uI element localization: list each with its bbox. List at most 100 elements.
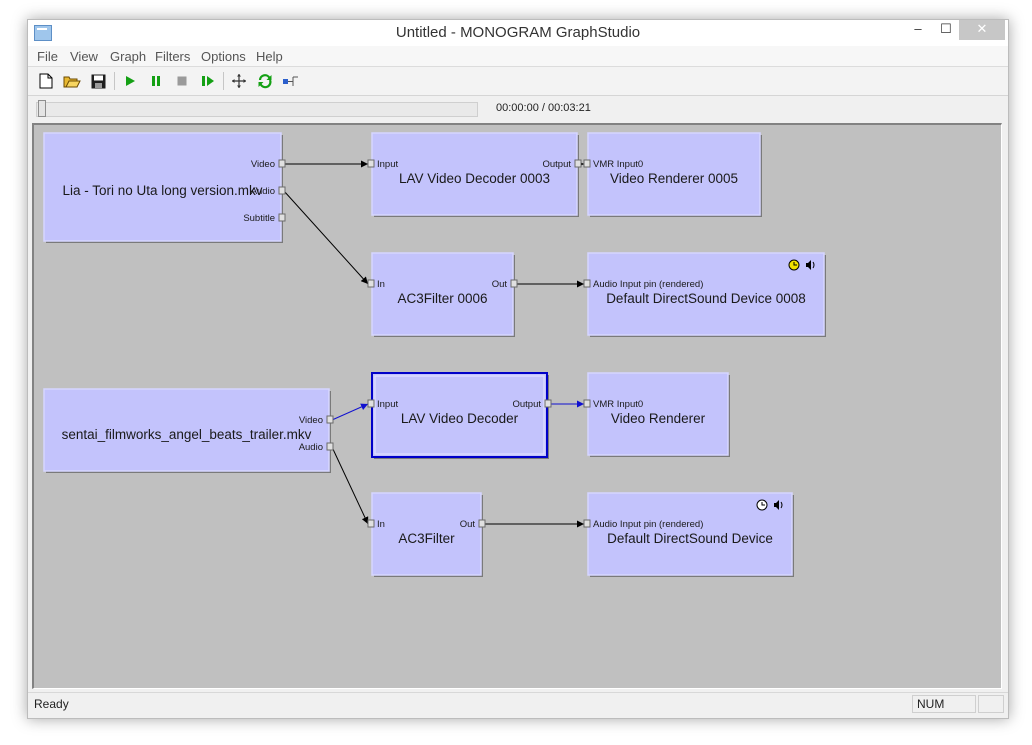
connection-src2-audio-to-ac32-in[interactable] (331, 446, 369, 525)
output-pin-label: Output (512, 399, 541, 410)
seek-track[interactable] (36, 102, 478, 117)
input-pin-in[interactable] (367, 279, 375, 288)
filter-box[interactable] (587, 252, 825, 336)
connection-src2-video-to-lav2-input[interactable] (331, 403, 369, 421)
stop-icon[interactable] (172, 71, 192, 91)
menu-bar: File View Graph Filters Options Help (28, 46, 1008, 67)
status-bar: Ready NUM (28, 692, 1008, 717)
seek-thumb[interactable] (38, 100, 46, 117)
output-pin-label: Out (460, 519, 476, 530)
app-window: Untitled - MONOGRAM GraphStudio – ☐ ✕ Fi… (27, 19, 1009, 719)
status-num: NUM (912, 695, 976, 713)
output-pin-label: Video (251, 159, 275, 170)
output-pin-video[interactable] (278, 159, 286, 168)
filter-box[interactable] (371, 372, 548, 458)
output-pin-output[interactable] (574, 159, 582, 168)
output-pin-audio[interactable] (278, 186, 286, 195)
clock-icon (788, 259, 800, 271)
output-pin-label: Output (542, 159, 571, 170)
save-icon[interactable] (88, 71, 108, 91)
title-bar[interactable]: Untitled - MONOGRAM GraphStudio – ☐ ✕ (28, 20, 1008, 46)
input-pin-input[interactable] (367, 159, 375, 168)
new-file-icon[interactable] (36, 71, 56, 91)
output-pin-label: Out (492, 279, 508, 290)
input-pin-label: VMR Input0 (593, 399, 643, 410)
output-pin-video[interactable] (326, 415, 334, 424)
window-title: Untitled - MONOGRAM GraphStudio (395, 24, 641, 41)
output-pin-audio[interactable] (326, 442, 334, 451)
input-pin-audio-input-pin-rendered[interactable] (583, 519, 591, 528)
input-pin-vmr-input0[interactable] (583, 399, 591, 408)
filter-box[interactable] (371, 492, 482, 576)
output-pin-label: Video (299, 415, 323, 426)
play-icon[interactable] (120, 71, 140, 91)
toolbar (28, 67, 1008, 96)
filter-box[interactable] (587, 132, 761, 216)
filter-name: Lia - Tori no Uta long version.mkv (62, 183, 262, 198)
pause-icon[interactable] (146, 71, 166, 91)
minimize-button[interactable]: – (914, 21, 922, 36)
step-frame-icon[interactable] (198, 71, 218, 91)
filter-box[interactable] (43, 388, 330, 472)
input-pin-label: VMR Input0 (593, 159, 643, 170)
status-panel-empty (978, 695, 1004, 713)
filter-selection-inner (374, 375, 545, 455)
output-pin-out[interactable] (478, 519, 486, 528)
seek-bar-area: 00:00:00 / 00:03:21 (28, 96, 1008, 122)
output-pin-label: Subtitle (243, 213, 275, 224)
filter-name: AC3Filter (398, 531, 455, 546)
filter-ac3filter[interactable]: AC3Filter In Out (367, 492, 486, 577)
filter-name: Video Renderer 0005 (610, 171, 738, 186)
arrange-icon[interactable] (229, 71, 249, 91)
filter-graph[interactable]: Lia - Tori no Uta long version.mkvVideoA… (34, 125, 1000, 687)
filter-box[interactable] (43, 132, 282, 242)
filter-box[interactable] (587, 372, 729, 456)
seek-icon[interactable] (281, 71, 301, 91)
input-pin-input[interactable] (367, 399, 375, 408)
menu-filters[interactable]: Filters (155, 49, 191, 64)
filter-name: LAV Video Decoder (401, 411, 519, 426)
input-pin-label: In (377, 519, 385, 530)
menu-view[interactable]: View (70, 49, 98, 64)
menu-help[interactable]: Help (256, 49, 283, 64)
filter-box[interactable] (371, 252, 514, 336)
output-pin-out[interactable] (510, 279, 518, 288)
output-pin-subtitle[interactable] (278, 213, 286, 222)
filter-sentai-filmworks-angel-beats-trailer-mkv[interactable]: sentai_filmworks_angel_beats_trailer.mkv… (43, 388, 334, 473)
speaker-icon (806, 260, 815, 270)
input-pin-in[interactable] (367, 519, 375, 528)
filter-name: AC3Filter 0006 (397, 291, 487, 306)
menu-file[interactable]: File (37, 49, 58, 64)
output-pin-label: Audio (251, 186, 275, 197)
filter-name: LAV Video Decoder 0003 (399, 171, 550, 186)
time-display: 00:00:00 / 00:03:21 (496, 102, 591, 114)
app-icon[interactable] (34, 25, 52, 41)
filter-box[interactable] (371, 132, 578, 216)
filter-lia-tori-no-uta-long-version-mkv[interactable]: Lia - Tori no Uta long version.mkv VideoA… (43, 132, 286, 243)
clock-icon (756, 499, 768, 511)
maximize-button[interactable]: ☐ (940, 21, 952, 36)
status-text: Ready (34, 697, 69, 711)
input-pin-label: Input (377, 159, 398, 170)
input-pin-label: Audio Input pin (rendered) (593, 279, 703, 290)
menu-options[interactable]: Options (201, 49, 246, 64)
open-folder-icon[interactable] (62, 71, 82, 91)
close-button[interactable]: ✕ (959, 20, 1005, 40)
output-pin-label: Audio (299, 442, 323, 453)
output-pin-output[interactable] (544, 399, 552, 408)
connection-src1-audio-to-ac31-in[interactable] (283, 190, 369, 285)
input-pin-audio-input-pin-rendered[interactable] (583, 279, 591, 288)
filter-name: Default DirectSound Device (607, 531, 773, 546)
filter-name: Video Renderer (611, 411, 706, 426)
menu-graph[interactable]: Graph (110, 49, 147, 64)
input-pin-vmr-input0[interactable] (583, 159, 591, 168)
refresh-icon[interactable] (255, 71, 275, 91)
